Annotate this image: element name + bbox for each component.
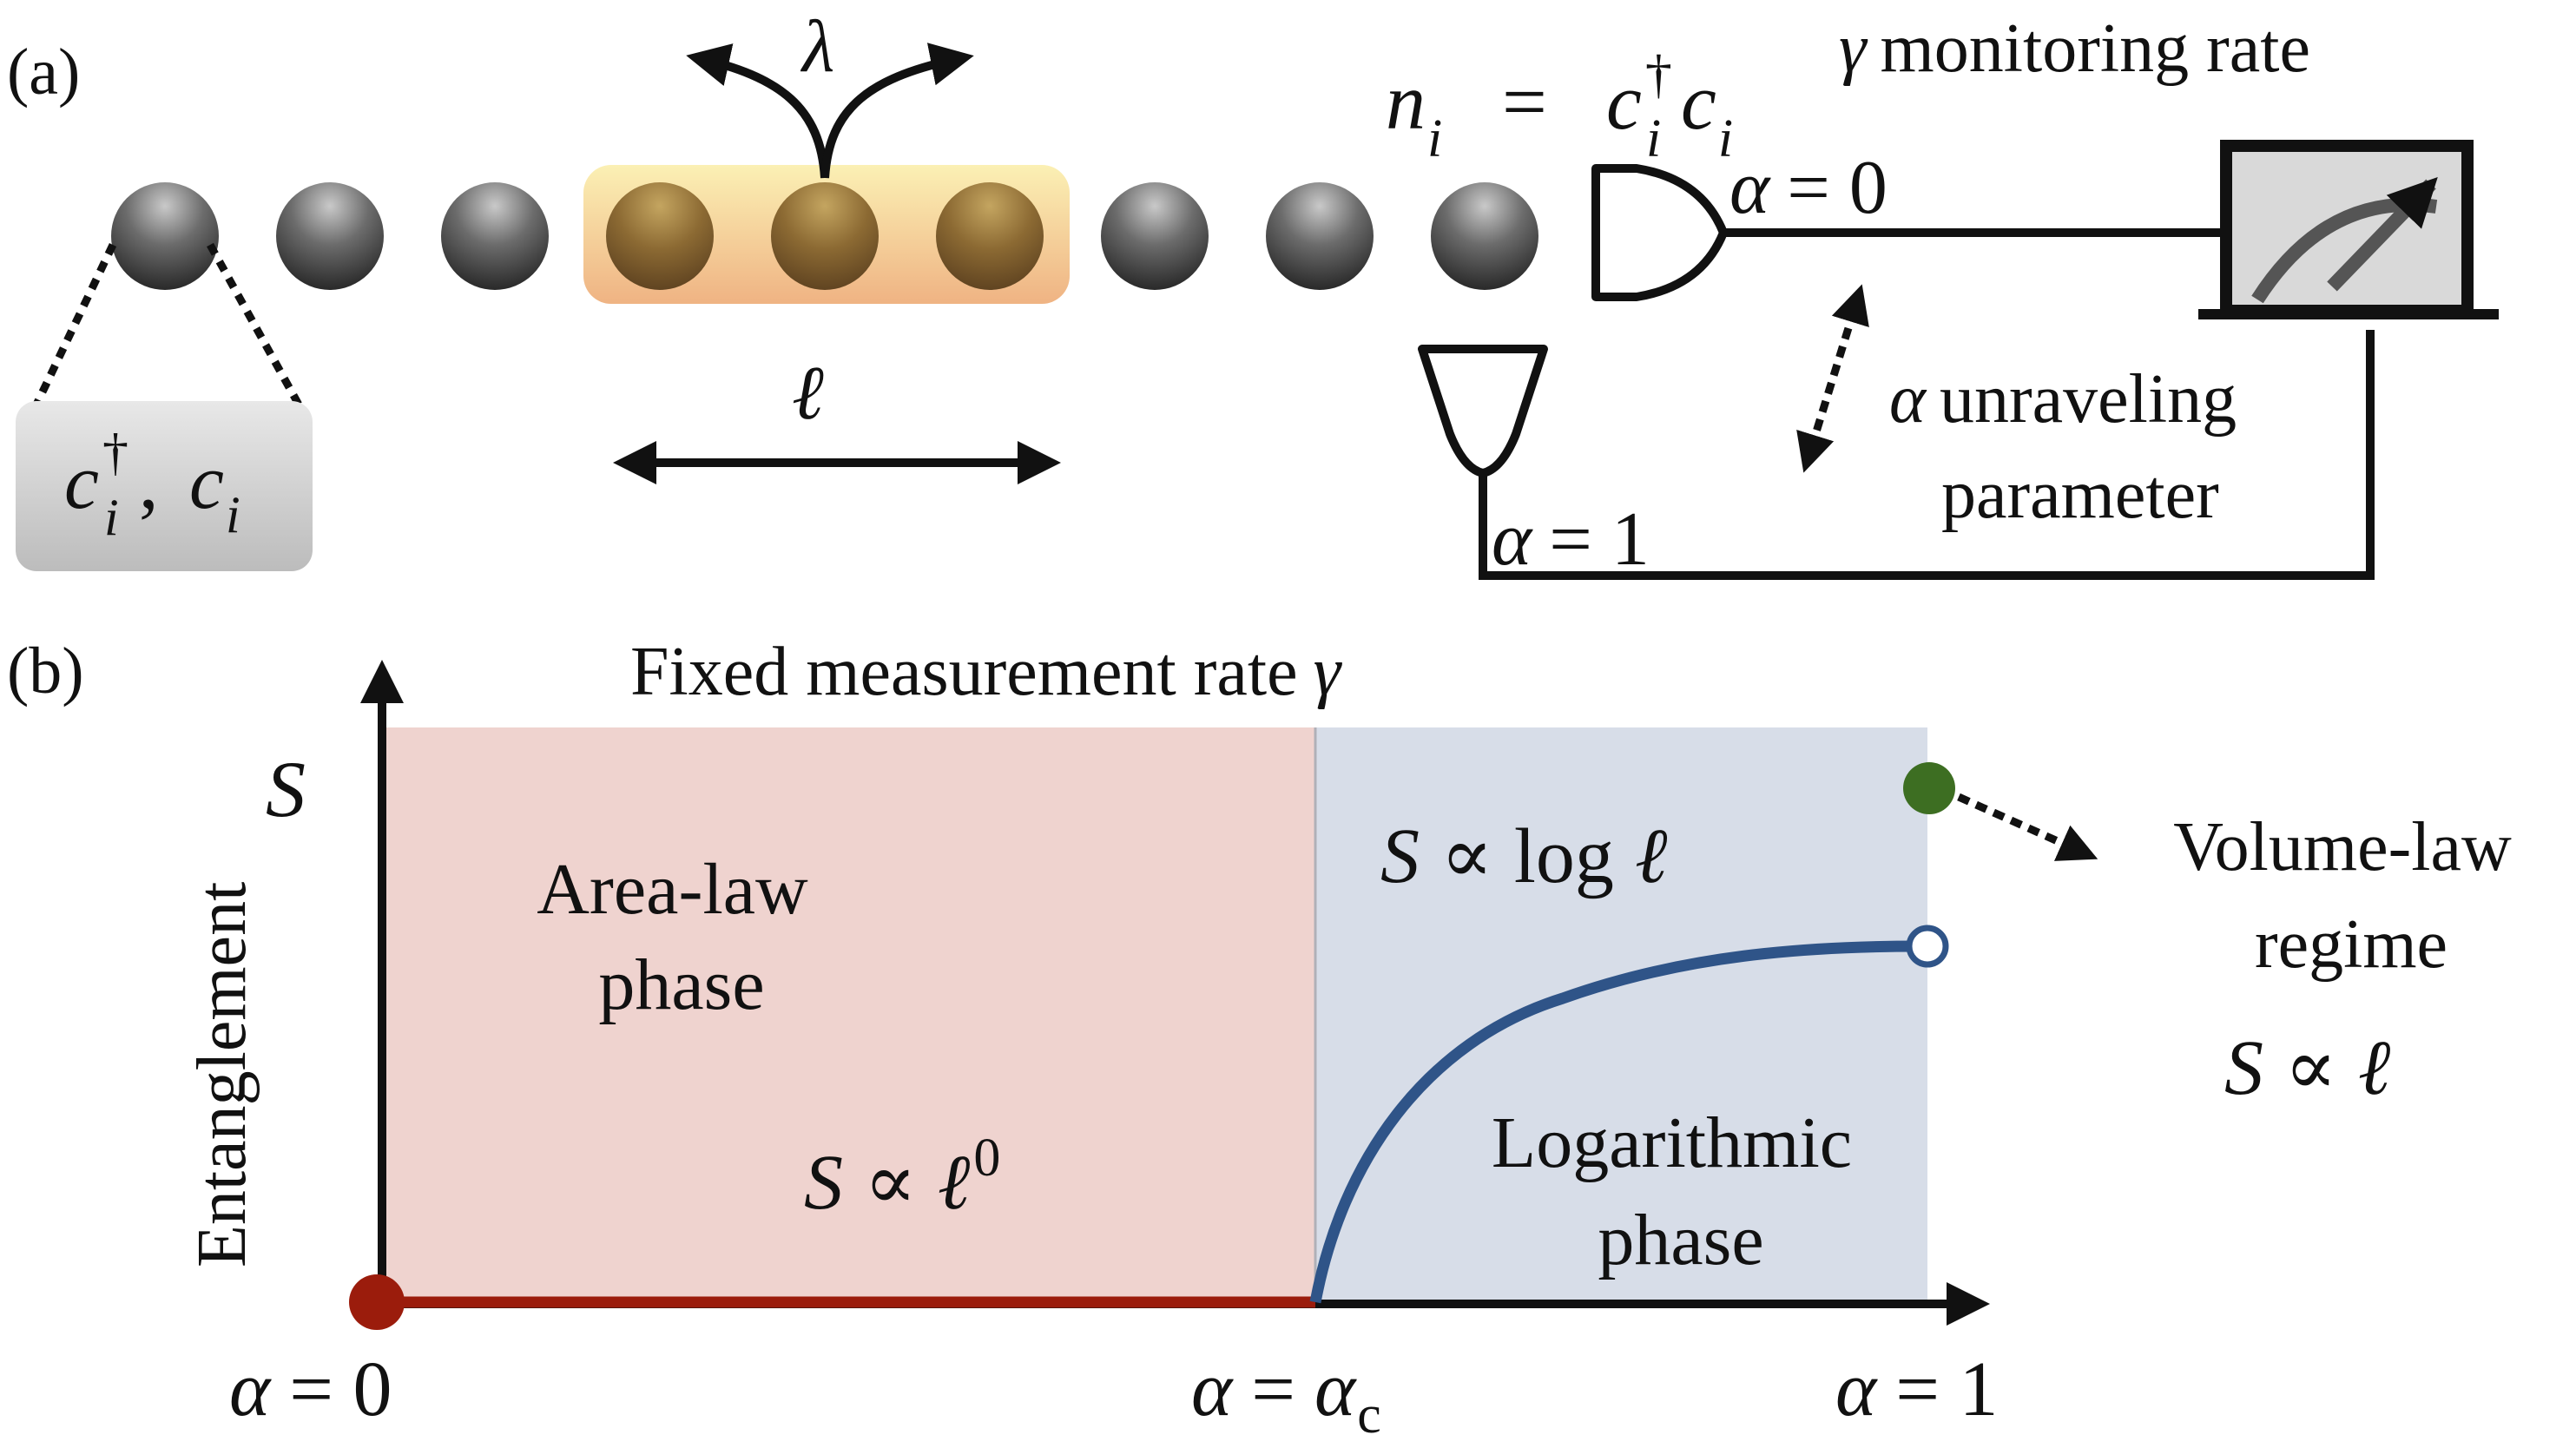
chain-site	[276, 182, 384, 290]
x-tick-alpha0: α= 0	[229, 1346, 392, 1432]
dotted-connector	[207, 242, 302, 407]
volume-law-scaling: S∝ℓ	[2224, 1025, 2391, 1111]
volume-law-arrow	[1957, 793, 2098, 861]
ell-label: ℓ	[792, 352, 824, 436]
area-law-region	[382, 727, 1315, 1300]
detector-alpha0	[1591, 164, 1728, 301]
chain-site	[1266, 182, 1374, 290]
chain-site-highlighted	[606, 182, 714, 290]
panel-a-label: (a)	[7, 36, 80, 109]
chain-site-highlighted	[771, 182, 879, 290]
device-base	[2198, 309, 2499, 319]
unraveling-arrow	[1796, 284, 1869, 473]
panel-b-label: (b)	[7, 635, 84, 708]
volume-law-label: Volume-law regime	[2173, 809, 2529, 983]
x-tick-alpha1: α= 1	[1835, 1346, 1999, 1432]
lambda-hopping-arrow	[686, 43, 829, 179]
chain-site	[1431, 182, 1538, 290]
lambda-label: λ	[800, 4, 834, 88]
alpha0-label: α= 0	[1729, 146, 1888, 230]
log-phase-region	[1315, 727, 1927, 1300]
alpha1-label: α= 1	[1492, 497, 1650, 582]
meter-needle	[2327, 176, 2438, 292]
area-law-point	[349, 1274, 405, 1330]
y-axis-label: Entanglement	[184, 882, 260, 1267]
dotted-connector	[32, 243, 117, 406]
y-axis-symbol: S	[266, 745, 306, 833]
chain-site-highlighted	[936, 182, 1044, 290]
area-law-scaling: S∝ℓ0	[804, 1129, 1000, 1226]
detector-alpha1	[1418, 345, 1548, 477]
chain-site	[1101, 182, 1209, 290]
chain-site	[441, 182, 549, 290]
chain-site	[111, 182, 219, 290]
area-law-phase-label: Area-law phase	[537, 849, 826, 1025]
lambda-hopping-arrow	[820, 43, 974, 179]
log-phase-label: Logarithmic phase	[1492, 1102, 1870, 1280]
log-scaling-curve	[1309, 940, 1920, 1304]
operator-box	[16, 401, 313, 571]
fermion-chain	[111, 182, 1538, 290]
log-curve-open-endpoint	[1906, 925, 1949, 968]
wire	[1479, 330, 2375, 580]
operator-box-text: c†i,ci	[64, 424, 240, 546]
x-tick-alpha-critical: α=αc	[1191, 1346, 1381, 1445]
volume-law-point	[1903, 762, 1955, 814]
